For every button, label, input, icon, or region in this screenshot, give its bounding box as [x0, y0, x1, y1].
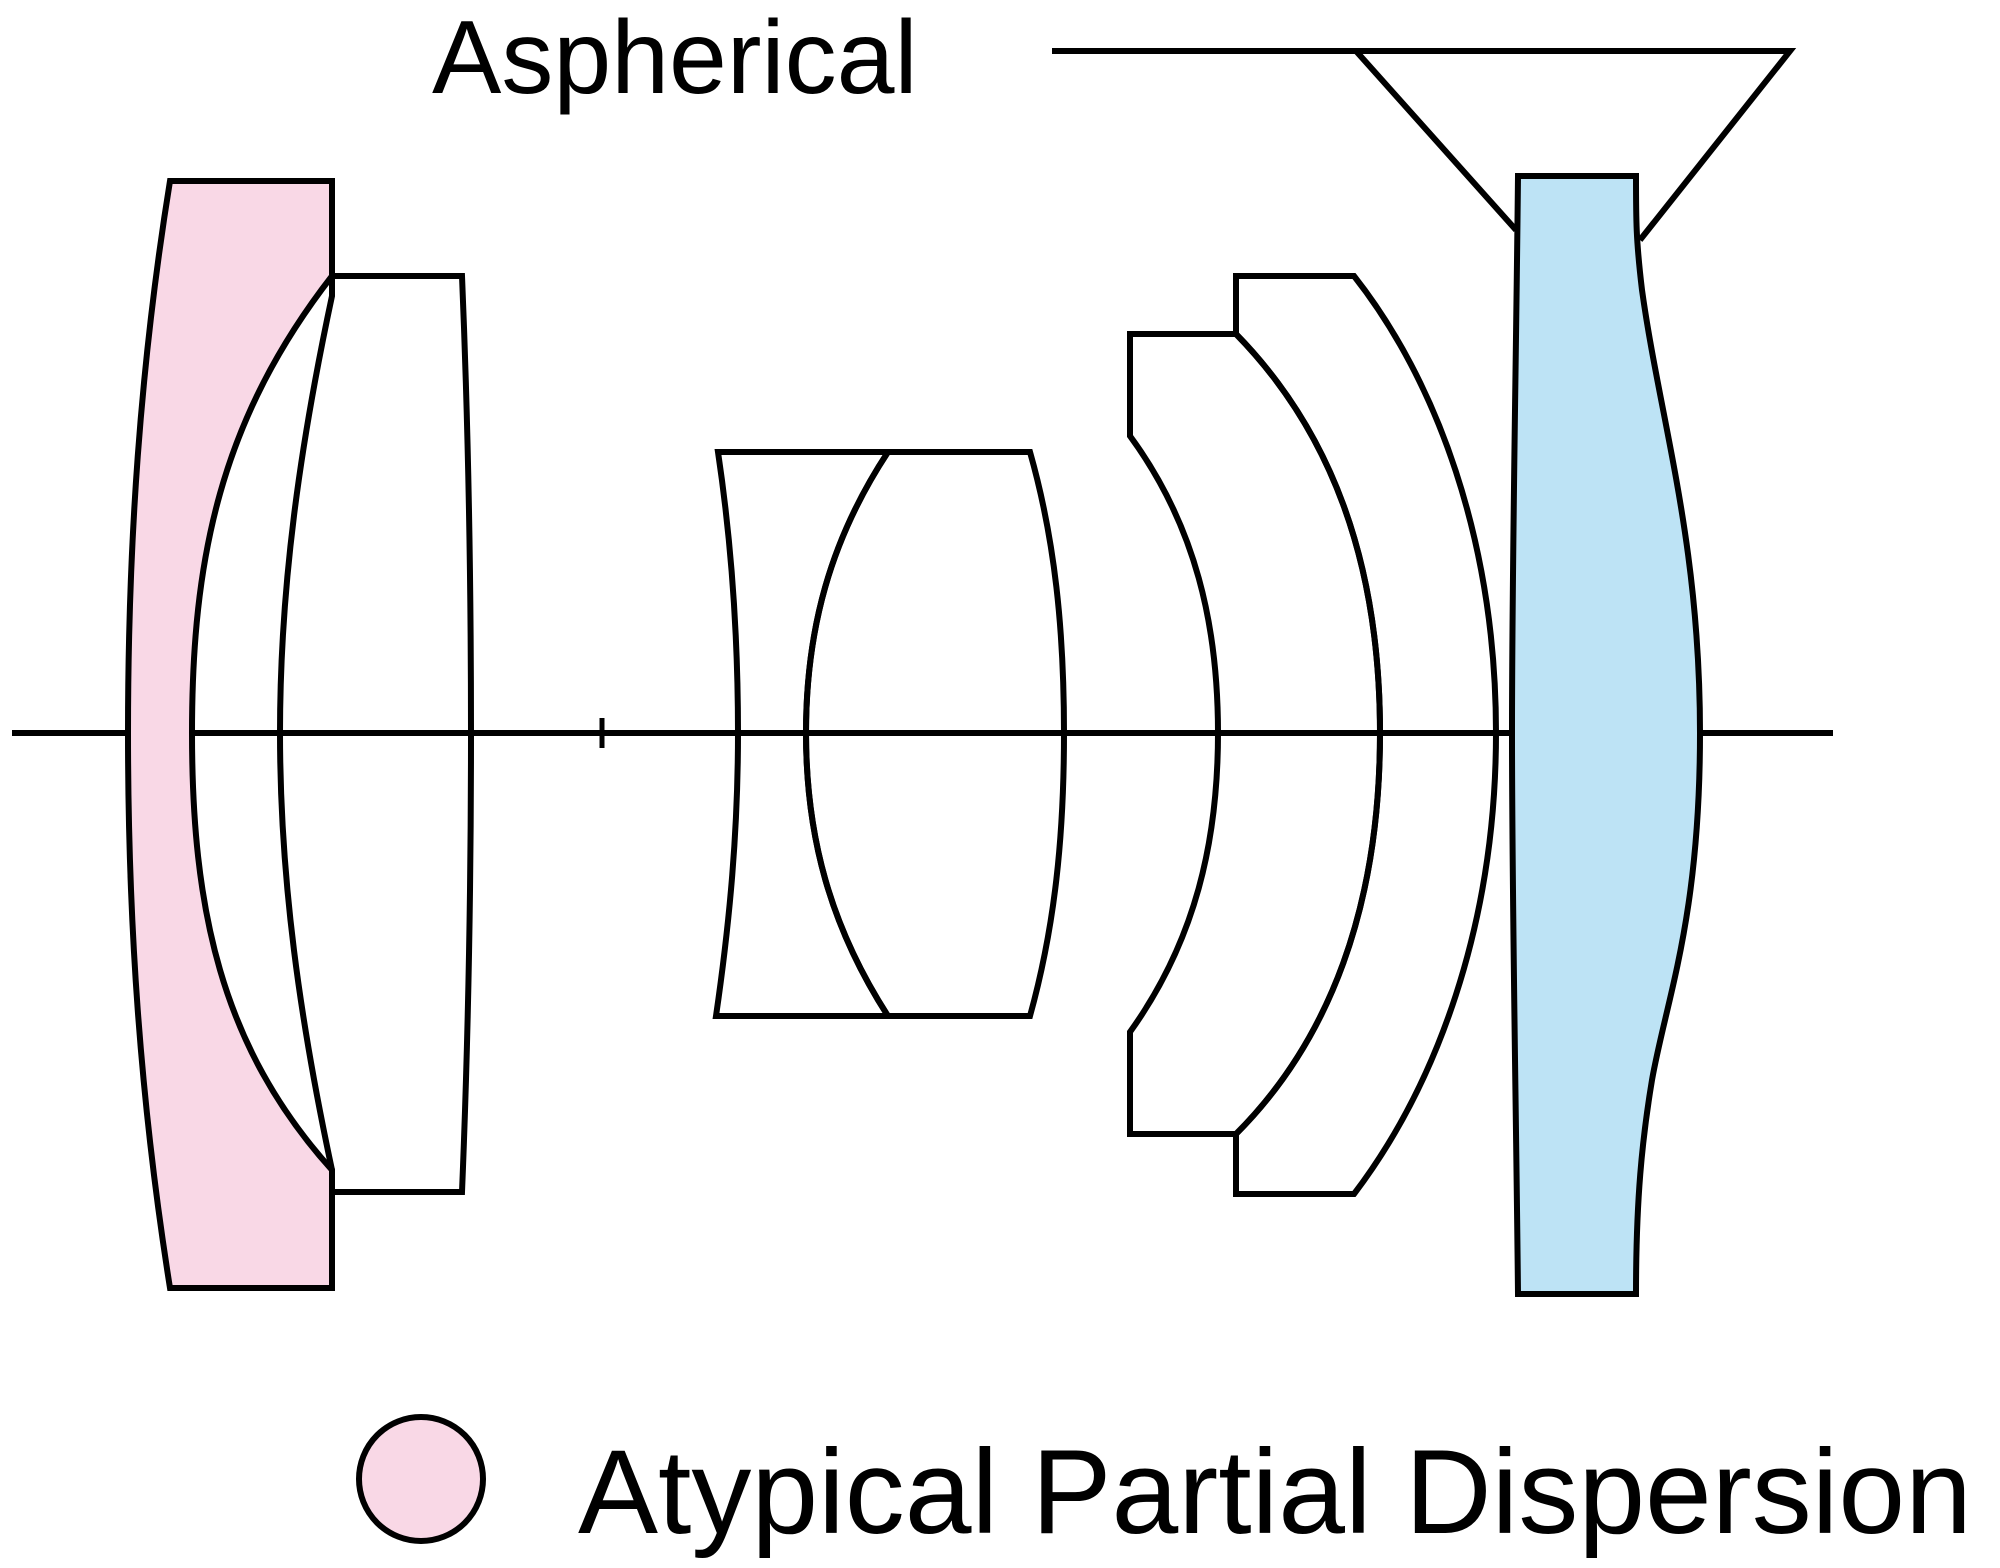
- legend-apd-swatch: [356, 1414, 486, 1544]
- lens-group-rear-meniscus: [1127, 273, 1500, 1197]
- lens-element-4: [802, 449, 1068, 1019]
- lens-group-front: [124, 178, 475, 1291]
- aspherical-label: Aspherical: [432, 0, 918, 116]
- lens-element-7-aspherical: [1508, 173, 1704, 1297]
- legend: Atypical Partial Dispersion: [356, 1414, 1972, 1559]
- lens-group-middle: [712, 449, 1068, 1019]
- lens-group-rear-asph: [1508, 173, 1704, 1297]
- aspherical-leader-line-right: [1356, 48, 1797, 242]
- lens-element-2: [276, 273, 475, 1195]
- lens-element-6: [1233, 273, 1500, 1197]
- legend-apd-label: Atypical Partial Dispersion: [578, 1425, 1972, 1559]
- lens-element-1-apd: [124, 178, 335, 1291]
- aspherical-callout: Aspherical: [432, 0, 1797, 242]
- aspherical-leader-line: [1052, 48, 1519, 232]
